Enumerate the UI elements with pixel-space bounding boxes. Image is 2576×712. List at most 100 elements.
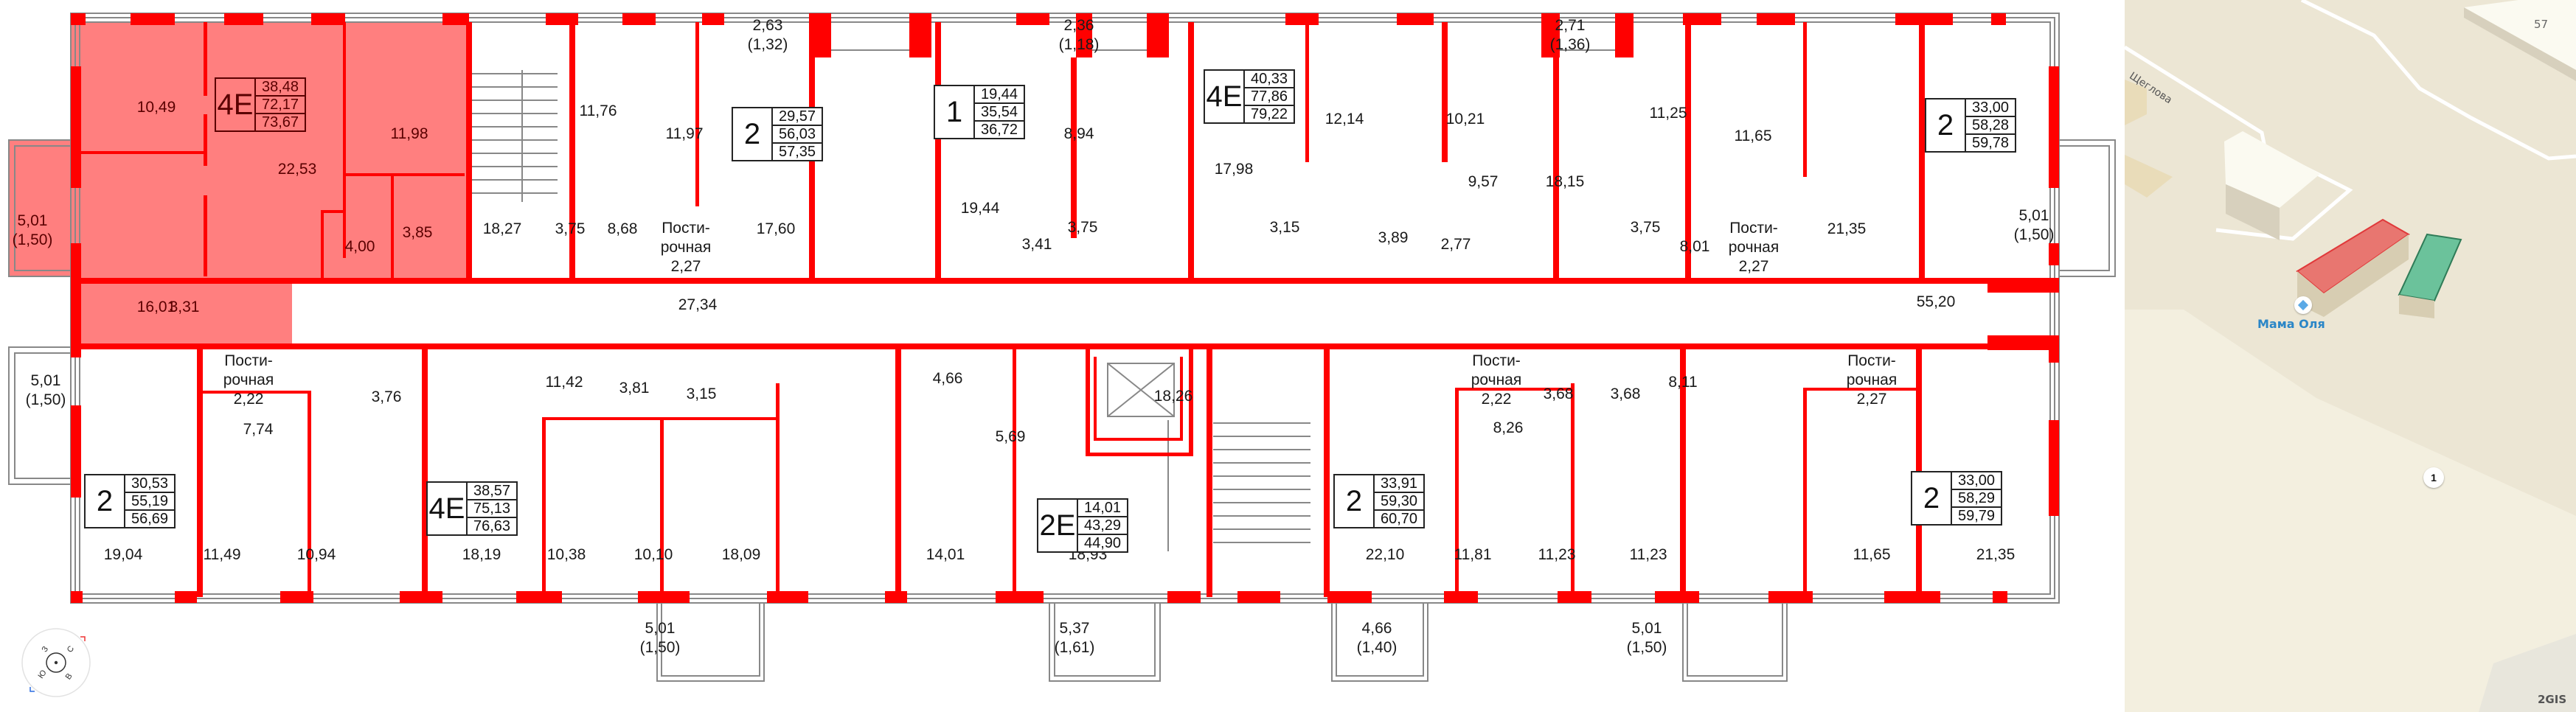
room-area-label: 3,75: [555, 220, 586, 237]
total-area-with-balcony: 79,22: [1250, 106, 1288, 122]
living-area: 38,57: [467, 483, 517, 500]
room-area-label: 2,71(1,36): [1549, 17, 1591, 53]
room-area-label: 5,01(1,50): [639, 620, 681, 656]
total-area: 58,28: [1965, 117, 2016, 135]
room-area-label: 3,68: [1610, 385, 1641, 402]
map-canvas: [2125, 0, 2576, 712]
room-area-label: 2,77: [1440, 236, 1471, 253]
total-area: 35,54: [974, 104, 1024, 122]
room-area-label: 22,53: [277, 161, 317, 178]
walls: [71, 13, 2059, 603]
room-area-label: 3,75: [1630, 219, 1661, 236]
poi-label[interactable]: Мама Оля: [2257, 317, 2325, 331]
selected-apartment-fill: [9, 22, 466, 348]
room-area-label: 10,49: [136, 99, 176, 116]
living-area: 33,00: [1965, 100, 2016, 117]
room-area-label: 11,23: [1538, 546, 1576, 563]
room-area-label: 3,15: [1269, 219, 1300, 236]
living-area: 14,01: [1077, 500, 1128, 517]
room-area-label: 8,68: [607, 220, 638, 237]
room-area-label: 4,00: [344, 238, 375, 255]
room-area-label: 3,41: [1021, 236, 1052, 253]
room-area-label: 5,69: [995, 428, 1026, 445]
total-area: 58,29: [1951, 490, 2002, 508]
room-area-label: 8,11: [1668, 374, 1698, 391]
total-area: 77,86: [1244, 88, 1294, 106]
room-area-label: 3,81: [619, 380, 650, 397]
room-area-label: 7,74: [243, 421, 274, 438]
living-area: 30,53: [125, 475, 175, 493]
total-area: 43,29: [1077, 517, 1128, 535]
living-area: 38,48: [255, 79, 305, 97]
room-area-label: 18,26: [1153, 388, 1193, 405]
room-area-label: 3,85: [402, 224, 433, 241]
total-area-with-balcony: 59,79: [1957, 508, 1996, 524]
poi-marker-icon[interactable]: [2294, 296, 2312, 314]
map-logo[interactable]: 2GIS: [2538, 693, 2567, 706]
total-area-with-balcony: 76,63: [473, 518, 511, 534]
apartment-type: 2E: [1038, 500, 1078, 551]
room-area-label: 27,34: [678, 296, 718, 313]
room-area-label: 2,63(1,32): [747, 17, 788, 53]
room-area-label: 11,76: [579, 102, 617, 119]
room-area-label: 5,01(1,50): [12, 212, 53, 248]
total-area-with-balcony: 60,70: [1380, 511, 1418, 527]
room-area-label: 19,04: [103, 546, 143, 563]
total-area-with-balcony: 36,72: [980, 122, 1018, 138]
compass-icon: [21, 628, 91, 697]
apartment-type: 2: [1926, 100, 1966, 151]
room-area-label: 11,42: [545, 374, 583, 391]
total-area: 59,30: [1374, 493, 1424, 511]
room-area-label: 9,57: [1468, 173, 1499, 190]
apartment-type: 2: [733, 108, 773, 160]
room-area-label: 11,49: [203, 546, 241, 563]
apartment-type: 4E: [428, 483, 468, 534]
building-marker[interactable]: 1: [2423, 467, 2444, 488]
room-area-label: 5,01(1,50): [25, 372, 66, 408]
room-area-label: 11,98: [390, 125, 428, 142]
room-area-label: 18,09: [721, 546, 761, 563]
room-area-label: 10,21: [1445, 111, 1485, 128]
location-map[interactable]: Мама Оля Щеглова 57 1 2GIS: [2125, 0, 2576, 712]
room-area-label: 11,25: [1649, 105, 1687, 122]
living-area: 29,57: [772, 108, 822, 126]
room-area-label: 11,81: [1454, 546, 1492, 563]
room-area-label: 2,36(1,18): [1058, 17, 1100, 53]
compass-rose[interactable]: С В Ю З: [7, 614, 105, 711]
living-area: 19,44: [974, 86, 1024, 104]
total-area-with-balcony: 73,67: [261, 114, 299, 130]
apartment-type: 4E: [216, 79, 256, 130]
room-area-label: 22,10: [1365, 546, 1405, 563]
room-area-label: 16,01: [136, 299, 176, 315]
room-area-label: 3,31: [169, 299, 200, 315]
room-area-label: 10,38: [546, 546, 586, 563]
room-area-label: 19,44: [960, 200, 1000, 217]
total-area-with-balcony: 56,69: [131, 511, 169, 527]
room-area-label: 11,23: [1629, 546, 1667, 563]
total-area: 75,13: [467, 500, 517, 518]
room-area-label: 5,37(1,61): [1054, 620, 1095, 656]
room-area-label: 18,19: [462, 546, 501, 563]
room-area-label: 3,15: [686, 385, 717, 402]
room-area-label: 11,65: [1853, 546, 1891, 563]
room-area-label: 10,10: [633, 546, 673, 563]
total-area: 56,03: [772, 126, 822, 144]
room-area-label: 4,66(1,40): [1356, 620, 1398, 656]
total-area: 72,17: [255, 97, 305, 114]
room-area-label: 21,35: [1827, 220, 1867, 237]
room-area-label: 21,35: [1976, 546, 2016, 563]
